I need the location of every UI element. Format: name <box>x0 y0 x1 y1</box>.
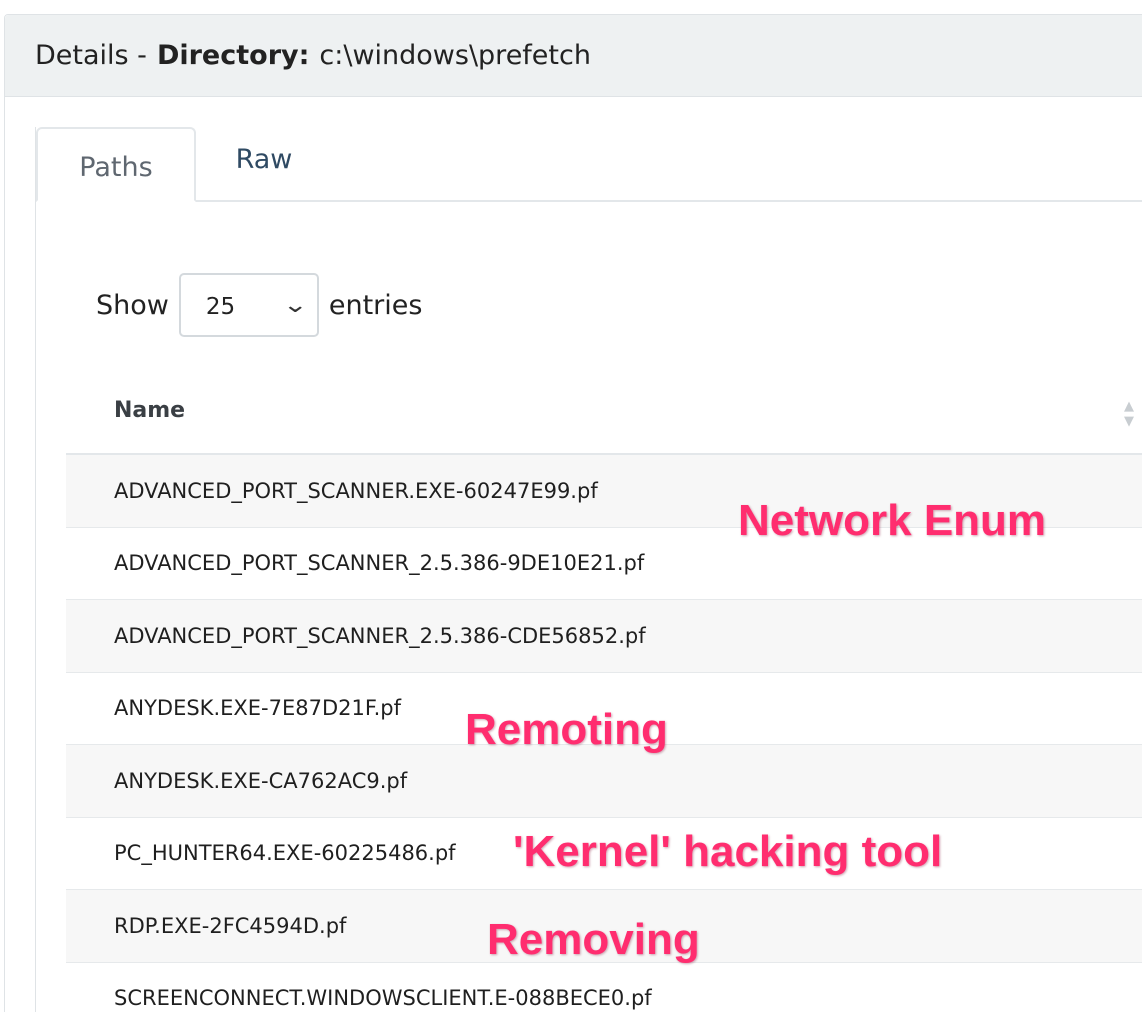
details-panel: Details - Directory: c:\windows\prefetch… <box>4 14 1142 1012</box>
table-row[interactable]: ADVANCED_PORT_SCANNER.EXE-60247E99.pf <box>66 455 1142 528</box>
column-header-label: Name <box>114 397 186 423</box>
annotation-kernel-tool: 'Kernel' hacking tool <box>513 827 943 876</box>
annotation-removing: Removing <box>487 915 700 964</box>
table-row[interactable]: ANYDESK.EXE-CA762AC9.pf <box>66 745 1142 818</box>
entries-select-value: 25 <box>205 294 236 320</box>
column-header-name[interactable]: Name ▲▼ <box>66 367 1142 455</box>
table-row[interactable]: ANYDESK.EXE-7E87D21F.pf <box>66 673 1142 745</box>
annotation-remoting: Remoting <box>465 705 668 754</box>
panel-body: Paths Raw Show 25 ⌄ entries Name ▲▼ <box>5 98 1142 1012</box>
entries-label: entries <box>328 289 423 321</box>
table-row[interactable]: SCREENCONNECT.WINDOWSCLIENT.E-088BECE0.p… <box>66 963 1142 1012</box>
paths-table: Name ▲▼ ADVANCED_PORT_SCANNER.EXE-60247E… <box>66 367 1142 1012</box>
row-name: ADVANCED_PORT_SCANNER_2.5.386-9DE10E21.p… <box>114 551 645 576</box>
row-name: RDP.EXE-2FC4594D.pf <box>114 913 347 938</box>
row-name: ADVANCED_PORT_SCANNER.EXE-60247E99.pf <box>114 478 598 503</box>
tab-raw[interactable]: Raw <box>235 144 293 175</box>
annotation-network-enum: Network Enum <box>738 496 1047 545</box>
row-name: SCREENCONNECT.WINDOWSCLIENT.E-088BECE0.p… <box>114 986 652 1011</box>
table-row[interactable]: ADVANCED_PORT_SCANNER_2.5.386-CDE56852.p… <box>66 600 1142 673</box>
table-row[interactable]: RDP.EXE-2FC4594D.pf <box>66 890 1142 963</box>
sort-icon: ▲▼ <box>1124 399 1134 429</box>
row-name: ANYDESK.EXE-CA762AC9.pf <box>114 768 408 793</box>
entries-select[interactable]: 25 ⌄ <box>178 273 319 337</box>
tab-container: Paths Raw Show 25 ⌄ entries Name ▲▼ <box>35 127 1142 1012</box>
header-path: c:\windows\prefetch <box>319 40 591 71</box>
tab-bar: Paths Raw <box>36 127 1142 202</box>
header-label: Directory: <box>156 40 310 71</box>
row-name: PC_HUNTER64.EXE-60225486.pf <box>114 841 456 866</box>
show-label: Show <box>96 289 169 321</box>
table-row[interactable]: PC_HUNTER64.EXE-60225486.pf <box>66 818 1142 890</box>
entries-length-control: Show 25 ⌄ entries <box>96 272 422 338</box>
chevron-down-icon: ⌄ <box>282 292 309 318</box>
row-name: ADVANCED_PORT_SCANNER_2.5.386-CDE56852.p… <box>114 623 646 648</box>
row-name: ANYDESK.EXE-7E87D21F.pf <box>114 696 401 721</box>
tab-paths[interactable]: Paths <box>36 127 196 202</box>
header-prefix: Details - <box>35 40 147 71</box>
panel-header: Details - Directory: c:\windows\prefetch <box>5 15 1142 97</box>
table-row[interactable]: ADVANCED_PORT_SCANNER_2.5.386-9DE10E21.p… <box>66 528 1142 600</box>
